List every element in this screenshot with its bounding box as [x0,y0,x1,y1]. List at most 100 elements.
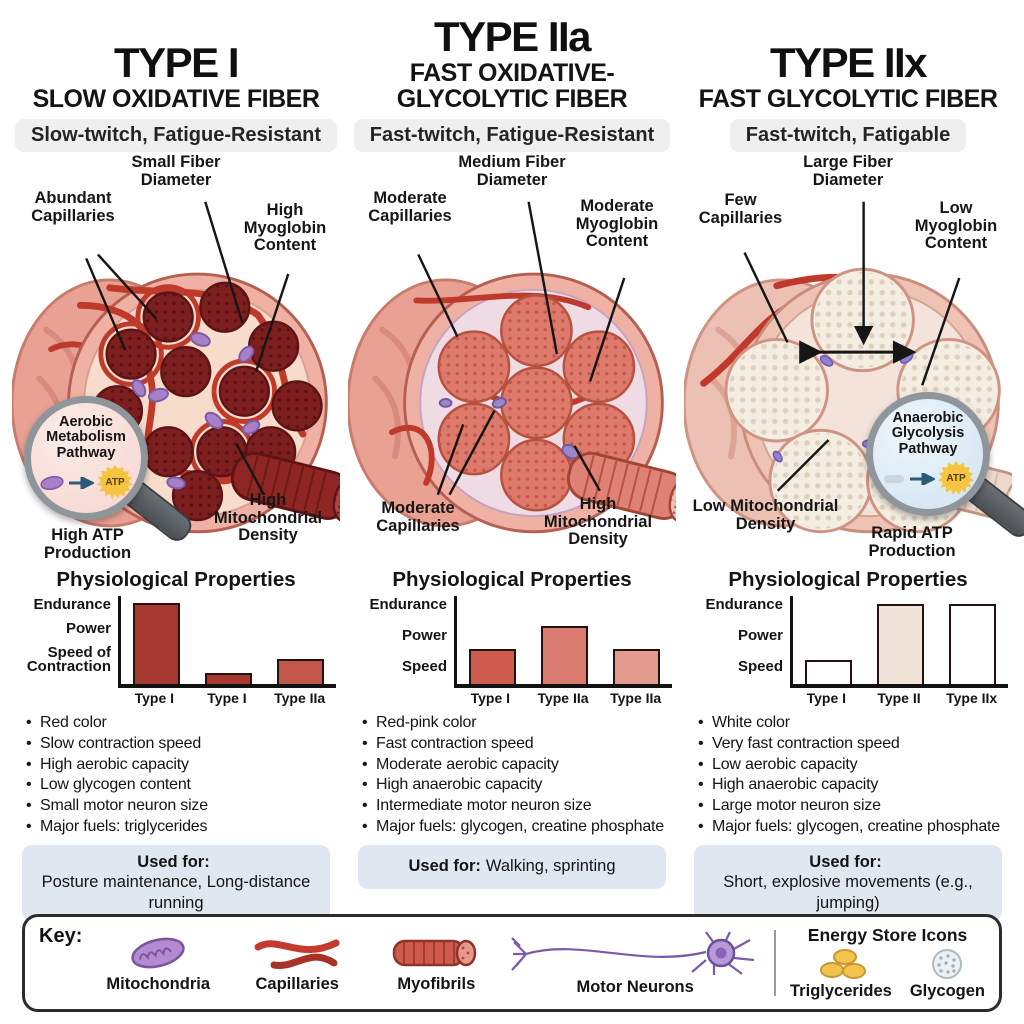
x-label: Type IIa [274,690,326,706]
y-label: Power [401,626,447,644]
column-type-i: TYPE I SLOW OXIDATIVE FIBER Slow-twitch,… [12,12,340,921]
key-label: Capillaries [255,974,339,993]
x-label: Type IIa [537,690,589,706]
y-label: Power [65,619,111,637]
bar [276,659,324,684]
list-item: Moderate aerobic capacity [362,755,674,776]
x-label: Type I [134,690,175,706]
used-for-text: Short, explosive movements (e.g., jumpin… [723,873,973,913]
column-header: TYPE IIa FAST OXIDATIVE-GLYCOLYTIC FIBER… [353,12,671,152]
magnifier-text: Pathway [56,444,116,461]
list-item: Intermediate motor neuron size [362,796,674,817]
magnifier-text: Glycolysis [891,425,965,442]
key-item-triglycerides: Triglycerides [790,948,892,1001]
magnifier-lens: Anaerobic Glycolysis Pathway ATP [866,392,990,516]
muscle-illustration-type-i: Small Fiber Diameter Abundant Capillarie… [12,153,340,563]
muscle-illustration-type-iix: Large Fiber Diameter Few Capillaries Low… [684,153,1024,562]
key-label: Triglycerides [790,982,892,1000]
muscle-illustration-type-iia: Medium Fiber Diameter Moderate Capillari… [348,153,676,562]
chart-title: Physiological Properties [56,568,296,591]
magnifier-anaerobic-pathway: Anaerobic Glycolysis Pathway ATP [866,392,1024,542]
magnifier-text: Anaerobic [892,410,964,427]
list-item: Slow contraction speed [26,734,338,755]
bar [469,648,517,684]
bar [805,660,853,684]
column-header: TYPE I SLOW OXIDATIVE FIBER Slow-twitch,… [14,12,338,152]
column-type-iix: TYPE IIx FAST GLYCOLYTIC FIBER Fast-twit… [684,12,1024,921]
label-myoglobin: High Myoglobin Content [243,201,327,255]
label-capillaries: Abundant Capillaries [31,189,115,225]
column-tagline: Fast-twitch, Fatigable [729,119,967,152]
column-header: TYPE IIx FAST GLYCOLYTIC FIBER Fast-twit… [699,12,998,152]
magnifier-caption: High ATP Production [43,526,132,563]
chart-x-labels: Type I Type I Type IIa [118,690,336,706]
list-item: Very fast contraction speed [698,734,1010,755]
capillaries-icon [254,939,340,969]
magnifier-caption: Rapid ATP Production [868,524,956,561]
bar [876,603,925,684]
used-for-box: Used for: Posture maintenance, Long-dist… [21,844,331,921]
list-item: Fast contraction speed [362,734,674,755]
key-item-mitochondria: Mitochondria [88,933,228,994]
y-label: Endurance [705,596,783,613]
chart-y-labels: Endurance Power Speed [352,596,454,688]
magnifier-text: Pathway [898,440,958,457]
list-item: Large motor neuron size [698,796,1010,817]
chart-y-labels: Endurance Power Speed [688,596,790,688]
y-label: Power [737,626,783,644]
list-item: Major fuels: triglycerides [26,817,338,838]
list-item: Major fuels: glycogen, creatine phosphat… [698,817,1010,838]
property-list-type-iia: Red-pink color Fast contraction speed Mo… [348,713,676,838]
used-for-label: Used for: [408,857,481,876]
column-tagline: Fast-twitch, Fatigue-Resistant [353,119,671,152]
label-capillaries-bottom: Moderate Capillaries [376,499,460,535]
list-item: Low glycogen content [26,775,338,796]
list-item: Low aerobic capacity [698,755,1010,776]
label-capillaries: Moderate Capillaries [368,189,452,225]
myofibrils-icon [393,939,477,966]
used-for-label: Used for: [809,852,882,871]
chart-title: Physiological Properties [392,568,632,591]
used-for-box: Used for: Short, explosive movements (e.… [693,844,1003,921]
bar [540,625,589,684]
key-item-motor-neurons: Motor Neurons [510,930,760,997]
list-item: Red color [26,713,338,734]
label-mitochondria: High Mitochondrial Density [213,491,323,545]
y-label: Speed of Contraction [26,643,111,675]
energy-store-icons-group: Energy Store Icons Triglycerides [790,925,985,1001]
key-label: Myofibrils [397,974,476,993]
used-for-box: Used for: Walking, sprinting [357,844,667,889]
bar-chart [454,596,672,688]
key-label: Mitochondria [106,974,210,993]
key-item-glycogen: Glycogen [910,948,985,1001]
glucose-icon [884,474,904,483]
list-item: High anaerobic capacity [362,775,674,796]
energy-store-title: Energy Store Icons [807,925,968,945]
key-title: Key: [39,925,83,947]
list-item: Major fuels: glycogen, creatine phosphat… [362,817,674,838]
chart-x-labels: Type I Type II Type IIx [790,690,1008,706]
label-myoglobin: Low Myoglobin Content [914,199,998,253]
bar [612,648,660,684]
x-label: Type I [470,690,511,706]
atp-icon: ATP [97,464,133,500]
key-label: Motor Neurons [576,977,694,996]
myofibril-tube [566,451,676,523]
x-label: Type I [806,690,847,706]
legend-key-box: Key: Mitochondria Capillaries Myofibrils [22,914,1002,1012]
magnifier-text: Metabolism [46,429,126,446]
column-title: TYPE IIx [769,38,928,86]
triglycerides-icon [819,949,866,979]
key-item-capillaries: Capillaries [232,933,362,994]
bar [204,672,253,684]
muscle-cross-section-type-iia-drawing [348,201,676,534]
arrow-icon [910,472,935,485]
x-label: Type IIa [610,690,662,706]
column-type-iia: TYPE IIa FAST OXIDATIVE-GLYCOLYTIC FIBER… [348,12,676,921]
column-subtitle: FAST GLYCOLYTIC FIBER [698,84,998,113]
label-fiber-diameter: Medium Fiber Diameter [458,153,566,189]
bar-chart [118,596,336,688]
myofibril-tube [230,451,340,523]
list-item: Red-pink color [362,713,674,734]
